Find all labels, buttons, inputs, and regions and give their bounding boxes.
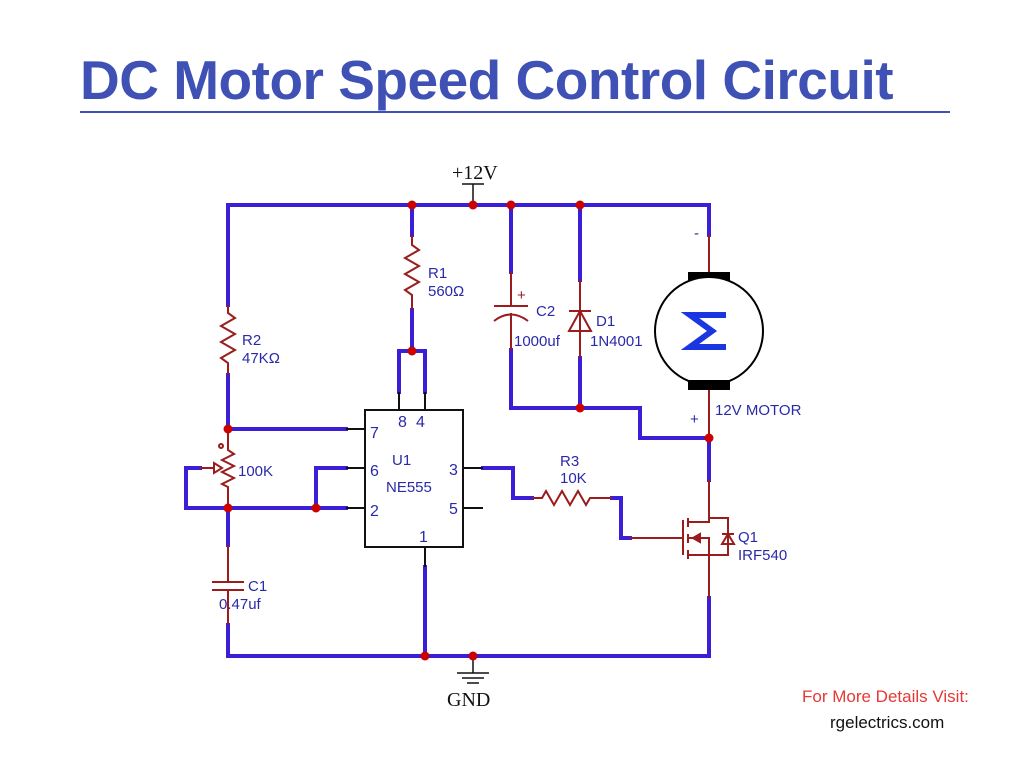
pin-6: 6 — [370, 463, 379, 480]
pin-7: 7 — [370, 425, 379, 442]
c2-value: 1000uf — [514, 333, 561, 350]
motor-label: 12V MOTOR — [715, 402, 802, 419]
junctions — [223, 200, 714, 661]
motor-minus: - — [694, 225, 699, 242]
wire-gate — [610, 496, 632, 540]
junction — [704, 433, 714, 443]
junction — [223, 503, 233, 513]
r1-value: 560Ω — [428, 283, 464, 300]
pin-1: 1 — [419, 529, 428, 546]
u1-value: NE555 — [386, 479, 432, 496]
capacitor-c1 — [212, 545, 244, 625]
r3-ref: R3 — [560, 453, 579, 470]
resistor-r1 — [402, 235, 422, 310]
visit-text: For More Details Visit: — [802, 687, 969, 706]
motor-plus: + — [690, 411, 699, 428]
ground-symbol — [457, 656, 489, 684]
ic-ne555 — [346, 392, 483, 567]
wire-pin6 — [314, 466, 348, 510]
q1-ref: Q1 — [738, 529, 758, 546]
pin-4: 4 — [416, 414, 425, 431]
c2-ref: C2 — [536, 303, 555, 320]
capacitor-c2 — [493, 272, 529, 350]
resistor-r3 — [532, 488, 612, 508]
ground-label: GND — [447, 689, 490, 711]
junction — [311, 503, 321, 513]
resistor-r2 — [218, 305, 238, 375]
r2-value: 47KΩ — [242, 350, 280, 367]
junction — [223, 424, 233, 434]
u1-ref: U1 — [392, 452, 411, 469]
wires — [184, 203, 711, 658]
c1-value: 0.47uf — [219, 596, 262, 613]
mosfet-q1 — [630, 480, 736, 598]
r3-value: 10K — [560, 470, 587, 487]
potentiometer — [200, 429, 237, 508]
page-title: DC Motor Speed Control Circuit — [80, 49, 894, 111]
pin-8: 8 — [398, 414, 407, 431]
wire-pin8-4 — [397, 349, 427, 394]
wire-top-rail — [226, 203, 711, 307]
pin-5: 5 — [449, 501, 458, 518]
wire-c1-bottom — [226, 596, 711, 658]
junction — [420, 651, 430, 661]
pot-value: 100K — [238, 463, 273, 480]
junction — [407, 346, 417, 356]
c1-ref: C1 — [248, 578, 267, 595]
motor — [654, 235, 764, 438]
wire-c2-bottom — [509, 348, 711, 440]
pin-2: 2 — [370, 503, 379, 520]
q1-value: IRF540 — [738, 547, 787, 564]
pin-3: 3 — [449, 462, 458, 479]
r2-ref: R2 — [242, 332, 261, 349]
wire-pot-wiper — [184, 466, 348, 510]
d1-value: 1N4001 — [590, 333, 643, 350]
junction — [407, 200, 417, 210]
junction — [468, 651, 478, 661]
motor-m-symbol — [680, 312, 726, 350]
wire-pin3 — [481, 466, 534, 500]
diode-d1 — [567, 280, 593, 358]
junction — [575, 403, 585, 413]
d1-ref: D1 — [596, 313, 615, 330]
title-underline — [80, 111, 950, 113]
site-link[interactable]: rgelectrics.com — [830, 713, 945, 732]
supply-label: +12V — [452, 162, 498, 184]
junction — [575, 200, 585, 210]
junction — [468, 200, 478, 210]
r1-ref: R1 — [428, 265, 447, 282]
c2-polarity: + — [517, 287, 526, 304]
junction — [506, 200, 516, 210]
